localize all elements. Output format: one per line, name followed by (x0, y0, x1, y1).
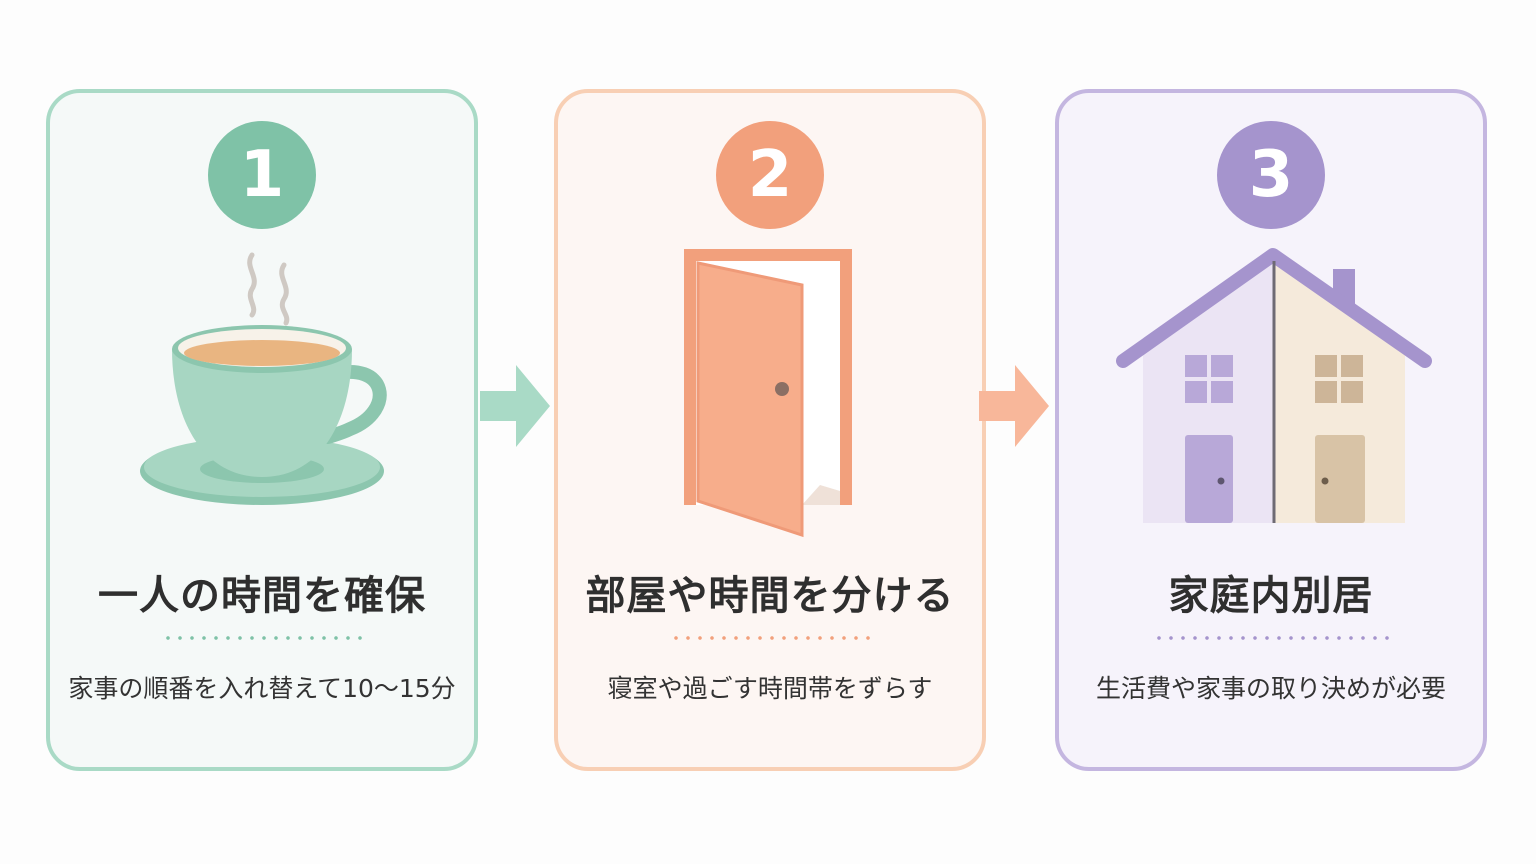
step-number-badge: 1 (208, 121, 316, 229)
step-description: 寝室や過ごす時間帯をずらす (607, 674, 933, 703)
arrow-right-icon (480, 365, 552, 447)
split-house-icon (1059, 243, 1483, 543)
step-title: 部屋や時間を分ける (585, 573, 955, 619)
step-number-badge: 2 (716, 121, 824, 229)
dotted-divider (670, 636, 870, 640)
teacup-icon (50, 243, 474, 543)
dotted-divider (1153, 636, 1389, 640)
open-door-icon (558, 243, 982, 543)
step-title: 家庭内別居 (1168, 573, 1374, 619)
step-card-2: 2 部屋や時間を分ける 寝室や過ごす時間帯をずらす (554, 89, 986, 771)
step-description: 家事の順番を入れ替えて10〜15分 (68, 674, 456, 703)
dotted-divider (162, 636, 362, 640)
arrow-right-icon (979, 365, 1051, 447)
step-number-badge: 3 (1217, 121, 1325, 229)
step-card-1: 1 一人の時間を確保 家事の順番を入れ替えて10〜15分 (46, 89, 478, 771)
step-description: 生活費や家事の取り決めが必要 (1095, 674, 1446, 703)
step-card-3: 3 (1055, 89, 1487, 771)
step-title: 一人の時間を確保 (98, 573, 426, 619)
